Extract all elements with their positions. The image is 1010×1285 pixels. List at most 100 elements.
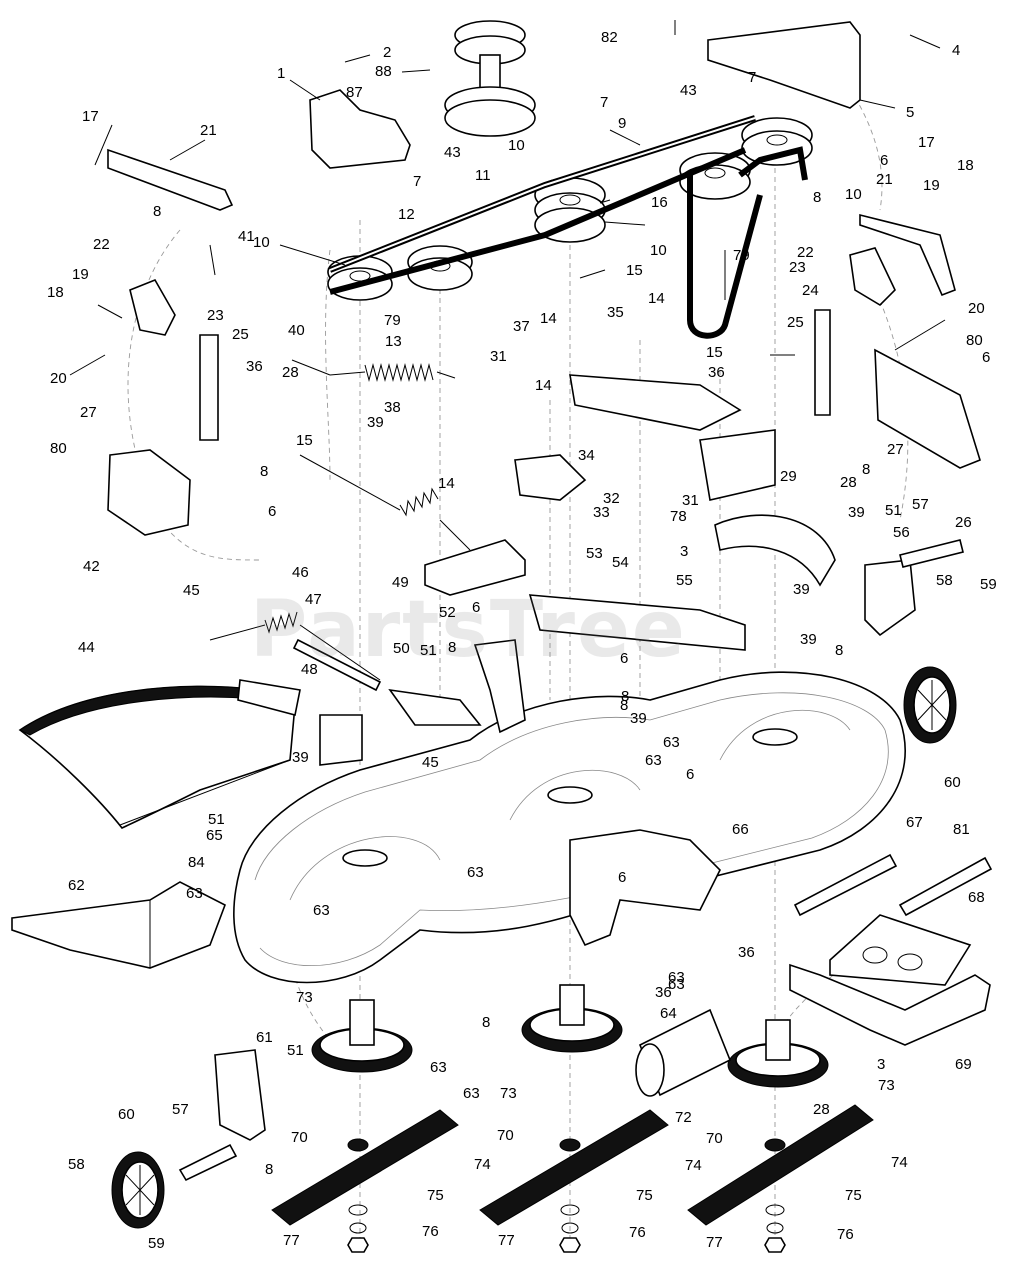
callout-75: 75 xyxy=(845,1187,862,1204)
callout-63: 63 xyxy=(663,734,680,751)
callout-45: 45 xyxy=(422,754,439,771)
discharge-chute xyxy=(18,679,301,829)
callout-74: 74 xyxy=(474,1156,491,1173)
callout-17: 17 xyxy=(82,108,99,125)
callout-41: 41 xyxy=(238,228,255,245)
callout-63: 63 xyxy=(668,969,685,986)
callout-75: 75 xyxy=(636,1187,653,1204)
callout-49: 49 xyxy=(392,574,409,591)
callout-37: 37 xyxy=(513,318,530,335)
callout-46: 46 xyxy=(292,564,309,581)
callout-39: 39 xyxy=(292,749,309,766)
callout-76: 76 xyxy=(837,1226,854,1243)
callout-21: 21 xyxy=(876,171,893,188)
callout-77: 77 xyxy=(498,1232,515,1249)
callout-60: 60 xyxy=(944,774,961,791)
skid-bracket xyxy=(789,914,991,1046)
callout-69: 69 xyxy=(955,1056,972,1073)
callout-54: 54 xyxy=(612,554,629,571)
callout-23: 23 xyxy=(207,307,224,324)
callout-39: 39 xyxy=(630,710,647,727)
callout-64: 64 xyxy=(660,1005,677,1022)
callout-70: 70 xyxy=(497,1127,514,1144)
callout-15: 15 xyxy=(296,432,313,449)
callout-77: 77 xyxy=(283,1232,300,1249)
callout-74: 74 xyxy=(685,1157,702,1174)
callout-6: 6 xyxy=(618,869,627,886)
callout-13: 13 xyxy=(385,333,402,350)
callout-20: 20 xyxy=(968,300,985,317)
callout-6: 6 xyxy=(880,152,889,169)
callout-40: 40 xyxy=(288,322,305,339)
callout-63: 63 xyxy=(430,1059,447,1076)
callout-11: 11 xyxy=(475,167,491,184)
callout-6: 6 xyxy=(686,766,695,783)
callout-48: 48 xyxy=(301,661,318,678)
callout-6: 6 xyxy=(268,503,277,520)
callout-14: 14 xyxy=(648,290,665,307)
callout-74: 74 xyxy=(891,1154,908,1171)
callout-19: 19 xyxy=(72,266,89,283)
belt-guard xyxy=(309,89,411,169)
callout-10: 10 xyxy=(845,186,862,203)
callout-63: 63 xyxy=(467,864,484,881)
callout-28: 28 xyxy=(813,1101,830,1118)
callout-10: 10 xyxy=(650,242,667,259)
callout-51: 51 xyxy=(287,1042,304,1059)
callout-88: 88 xyxy=(375,63,392,80)
callout-72: 72 xyxy=(675,1109,692,1126)
belt-cover xyxy=(707,21,861,109)
callout-79: 79 xyxy=(733,247,750,264)
callout-39: 39 xyxy=(793,581,810,598)
callout-56: 56 xyxy=(893,524,910,541)
callout-36: 36 xyxy=(246,358,263,375)
callout-59: 59 xyxy=(148,1235,165,1252)
callout-35: 35 xyxy=(607,304,624,321)
callout-23: 23 xyxy=(789,259,806,276)
springs xyxy=(209,363,471,681)
callout-6: 6 xyxy=(982,349,991,366)
callout-63: 63 xyxy=(645,752,662,769)
callout-73: 73 xyxy=(500,1085,517,1102)
callout-75: 75 xyxy=(427,1187,444,1204)
callout-39: 39 xyxy=(367,414,384,431)
callout-26: 26 xyxy=(955,514,972,531)
callout-8: 8 xyxy=(813,189,822,206)
callout-3: 3 xyxy=(680,543,689,560)
belts xyxy=(328,115,808,339)
callout-25: 25 xyxy=(232,326,249,343)
callout-66: 66 xyxy=(732,821,749,838)
callout-32: 32 xyxy=(603,490,620,507)
callout-28: 28 xyxy=(840,474,857,491)
callout-76: 76 xyxy=(629,1224,646,1241)
callout-2: 2 xyxy=(383,44,392,61)
callout-14: 14 xyxy=(540,310,557,327)
callout-22: 22 xyxy=(797,244,814,261)
callout-17: 17 xyxy=(918,134,935,151)
callout-63: 63 xyxy=(313,902,330,919)
callout-33: 33 xyxy=(593,504,610,521)
callout-61: 61 xyxy=(256,1029,273,1046)
callout-87: 87 xyxy=(346,84,363,101)
callout-20: 20 xyxy=(50,370,67,387)
callout-12: 12 xyxy=(398,206,415,223)
pulleys xyxy=(327,117,813,301)
callout-31: 31 xyxy=(490,348,507,365)
callout-6: 6 xyxy=(620,650,629,667)
callout-15: 15 xyxy=(626,262,643,279)
mower-blades xyxy=(271,1104,874,1253)
callout-28: 28 xyxy=(282,364,299,381)
callout-8: 8 xyxy=(265,1161,274,1178)
deck-housing xyxy=(233,671,906,984)
callout-50: 50 xyxy=(393,640,410,657)
callout-60: 60 xyxy=(118,1106,135,1123)
callout-58: 58 xyxy=(936,572,953,589)
callout-58: 58 xyxy=(68,1156,85,1173)
callout-65: 65 xyxy=(206,827,223,844)
callout-80: 80 xyxy=(966,332,983,349)
mulch-deflector xyxy=(11,881,226,969)
callout-76: 76 xyxy=(422,1223,439,1240)
callout-27: 27 xyxy=(887,441,904,458)
